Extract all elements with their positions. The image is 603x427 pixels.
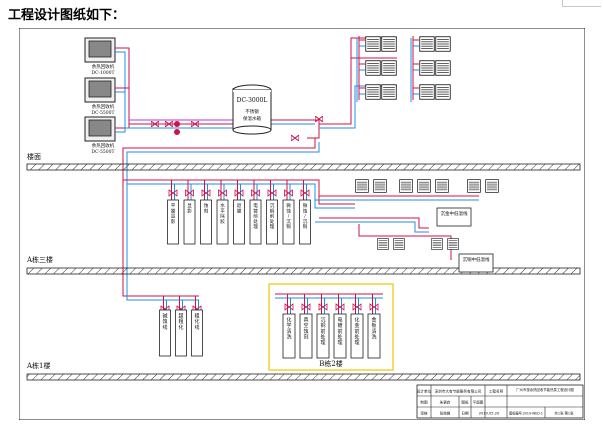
- machine-3-name: 余热回收机: [92, 142, 115, 149]
- a3-unit-9: 微蚀/沉铜: [299, 180, 311, 245]
- a1-unit-1-label: 碱蚀线: [162, 313, 167, 331]
- tank-line-1: 不锈钢: [245, 108, 259, 115]
- scale-value: 平面图: [473, 400, 484, 405]
- b2-unit-1-label: 化学清洗: [286, 317, 291, 341]
- roof-heat-pump-5: [413, 60, 451, 76]
- ac-line-box-a: 沉金中低温线: [436, 207, 472, 227]
- main-line-valves: [151, 116, 323, 141]
- design-unit-label: 设计单位: [417, 389, 432, 394]
- floor-label-a3: A栋三楼: [26, 255, 53, 264]
- b2-unit-3-label: 沉铜前处理: [320, 317, 325, 346]
- b2-unit-5: 化金前处理: [350, 294, 364, 359]
- b2-unit-5-label: 化金前处理: [354, 317, 359, 346]
- project-label: 工程名称: [489, 389, 504, 394]
- stainless-storage-tank: DC-3000L 不锈钢 保温水箱: [232, 84, 272, 135]
- drawn-label: 制图: [420, 400, 428, 405]
- drawn-value: 朱更启: [440, 400, 451, 405]
- floor-slab-a3: A栋三楼: [26, 255, 581, 275]
- a1-unit-3-label: 粗化线: [194, 313, 199, 331]
- document-heading: 工程设计图纸如下：: [8, 8, 126, 23]
- a3-unit-1: 平膜显影: [167, 180, 179, 245]
- ac-line-a-label: 沉金中低温线: [441, 210, 468, 217]
- ac-line-b-label: 沉铜中低温线: [463, 256, 490, 263]
- b2-unit-4: 电镀前处理: [333, 294, 347, 359]
- tank-line-2: 保温水箱: [243, 115, 261, 122]
- b2-process-units: 化学清洗 真空蚀刻 沉铜前处理 电镀前处理 化金前处理 金板清洗: [282, 294, 381, 359]
- engineering-drawing: 余热回收机 DC-1000T 余热回收机 DC-5500T 余热回收机 DC-5…: [19, 28, 585, 420]
- machine-1-name: 余热回收机: [92, 63, 115, 70]
- floor-slab-roof: 楼面: [26, 152, 581, 171]
- roof-heat-pump-4: [413, 36, 451, 52]
- a1-unit-2: 超粗化: [175, 296, 187, 357]
- check-value: 张晓微: [440, 411, 451, 416]
- a3-process-units: 平膜显影 显影 蚀刻 水平除胶 退膜 电镀前处理 沉铜前处理 微蚀/沉铜 微蚀/沉铜: [167, 180, 311, 245]
- a3-unit-9-label: 微蚀/沉铜: [303, 202, 308, 230]
- a3-unit-8: 微蚀/沉铜: [282, 180, 295, 245]
- waste-heat-machine-1: 余热回收机 DC-1000T: [84, 37, 116, 76]
- floor-label-roof: 楼面: [27, 152, 41, 161]
- machine-3-model: DC-5500T: [91, 149, 114, 155]
- a3-unit-2-label: 显影: [187, 203, 192, 214]
- rooftop-heat-pump-array: [356, 36, 451, 102]
- a3-unit-7: 沉铜前处理: [266, 180, 278, 245]
- date-value: 2019.05.20: [479, 412, 500, 416]
- a3-unit-5: 退膜: [233, 180, 245, 245]
- project-value: 广州市惠余热回收节能热泵工程设计图: [516, 387, 574, 392]
- a3-unit-4: 水平除胶: [216, 180, 229, 245]
- a3-unit-3-label: 蚀刻: [204, 202, 209, 214]
- ac-line-box-b: 沉铜中低温线: [458, 253, 494, 273]
- a3-unit-1-label: 平膜显影: [171, 203, 176, 225]
- design-unit-value: 深圳市大有节能服务有限公司: [435, 389, 482, 394]
- a1-unit-3: 粗化线: [191, 296, 203, 357]
- a3-unit-6-label: 电镀前处理: [253, 202, 258, 230]
- a1-unit-1: 碱蚀线: [159, 296, 171, 357]
- machine-2-model: DC-5500T: [91, 110, 114, 116]
- a1-distribution-pipes: [122, 290, 199, 301]
- b2-unit-2: 真空蚀刻: [299, 294, 313, 359]
- a3-unit-6: 电镀前处理: [249, 180, 262, 245]
- b2-unit-6: 金板清洗: [367, 294, 381, 359]
- floor-label-a1: A栋1楼: [26, 361, 51, 370]
- scale-label: 图纸: [461, 400, 469, 405]
- machine-2-name: 余热回收机: [92, 103, 115, 110]
- drawing-number: 图纸编号:2019-WED-1: [509, 411, 543, 416]
- b2-section: B栋2楼: [268, 283, 394, 371]
- check-label: 审核: [420, 411, 428, 416]
- roof-heat-pump-1: [359, 36, 397, 52]
- floor-slab-a1: A栋1楼: [26, 361, 581, 381]
- a3-unit-3: 蚀刻: [200, 180, 212, 245]
- tank-model: DC-3000L: [237, 97, 268, 104]
- title-block: 设计单位 深圳市大有节能服务有限公司 工程名称 广州市惠余热回收节能热泵工程设计…: [416, 384, 584, 419]
- a3-unit-5-label: 退膜: [237, 202, 242, 214]
- page-corner-mark: [562, 0, 601, 7]
- side-margin-mark: [591, 58, 603, 74]
- sheet-count: 共1张 第1张: [555, 411, 575, 416]
- waste-heat-machine-2: 余热回收机 DC-5500T: [84, 77, 116, 116]
- a3-unit-7-label: 沉铜前处理: [270, 202, 275, 230]
- roof-heat-pump-3: [359, 84, 397, 100]
- b2-unit-2-label: 真空蚀刻: [303, 317, 308, 341]
- a3-unit-2: 显影: [183, 180, 196, 245]
- roof-heat-pump-2: [359, 60, 397, 76]
- date-label: 日期: [461, 411, 469, 416]
- b2-unit-3: 沉铜前处理: [316, 294, 330, 359]
- a1-process-units: 碱蚀线 超粗化 粗化线: [159, 296, 203, 357]
- a3-unit-8-label: 微蚀/沉铜: [286, 202, 291, 230]
- a3-unit-4-label: 水平除胶: [220, 202, 225, 225]
- b2-unit-6-label: 金板清洗: [371, 317, 376, 341]
- b2-unit-1: 化学清洗: [282, 294, 296, 359]
- waste-heat-machine-3: 余热回收机 DC-5500T: [84, 116, 116, 155]
- roof-heat-pump-6: [413, 84, 451, 100]
- a1-unit-2-label: 超粗化: [178, 313, 183, 331]
- floor-label-b2: B栋2楼: [319, 359, 343, 368]
- b2-unit-4-label: 电镀前处理: [337, 317, 342, 346]
- machine-1-model: DC-1000T: [91, 70, 114, 76]
